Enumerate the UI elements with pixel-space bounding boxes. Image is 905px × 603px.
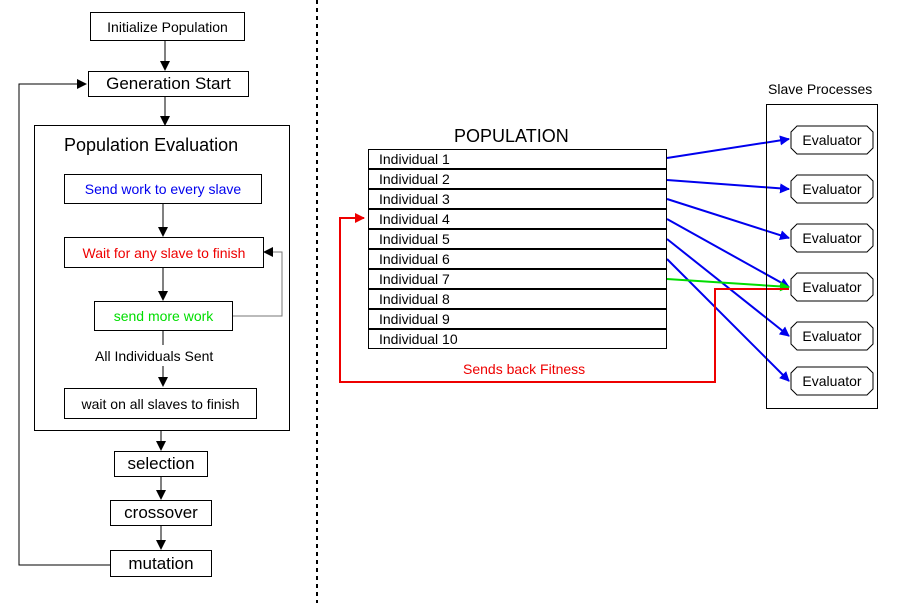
selection-box: selection xyxy=(114,451,208,477)
evaluator-node: Evaluator xyxy=(790,366,874,396)
arrow-fitness-return xyxy=(339,213,789,383)
evaluator-label: Evaluator xyxy=(802,181,862,197)
population-evaluation-container xyxy=(34,125,290,431)
population-row: Individual 10 xyxy=(368,329,667,349)
send-work-label: Send work to every slave xyxy=(84,181,242,197)
send-more-label: send more work xyxy=(113,308,214,324)
arrow-ind3-eval3 xyxy=(666,198,790,241)
population-row: Individual 7 xyxy=(368,269,667,289)
evaluator-node: Evaluator xyxy=(790,174,874,204)
evaluator-label: Evaluator xyxy=(802,328,862,344)
population-row: Individual 9 xyxy=(368,309,667,329)
evaluator-node: Evaluator xyxy=(790,321,874,351)
arrow-ind5-eval5 xyxy=(666,238,790,337)
wait-all-label: wait on all slaves to finish xyxy=(81,395,240,412)
slave-processes-container xyxy=(766,104,878,409)
evaluator-label: Evaluator xyxy=(802,132,862,148)
arrow-ind4-eval4 xyxy=(666,218,790,288)
fitness-label: Sends back Fitness xyxy=(463,361,586,377)
wait-any-label: Wait for any slave to finish xyxy=(82,244,246,261)
mutation-label: mutation xyxy=(128,553,194,573)
loop-mutation-to-start xyxy=(18,79,110,566)
evaluator-label: Evaluator xyxy=(802,230,862,246)
arrow-ind7-eval4 xyxy=(666,278,790,292)
population-row: Individual 5 xyxy=(368,229,667,249)
wait-all-box: wait on all slaves to finish xyxy=(64,388,257,419)
crossover-box: crossover xyxy=(110,500,212,526)
arrow-ind1-eval1 xyxy=(666,135,790,159)
generation-start-label: Generation Start xyxy=(106,74,231,93)
send-more-box: send more work xyxy=(94,301,233,331)
init-population-box: Initialize Population xyxy=(90,12,245,41)
evaluator-node: Evaluator xyxy=(790,272,874,302)
evaluator-label: Evaluator xyxy=(802,373,862,389)
wait-any-box: Wait for any slave to finish xyxy=(64,237,264,268)
send-work-box: Send work to every slave xyxy=(64,174,262,204)
population-row: Individual 2 xyxy=(368,169,667,189)
selection-label: selection xyxy=(127,454,195,473)
mutation-box: mutation xyxy=(110,550,212,577)
all-sent-label: All Individuals Sent xyxy=(95,348,214,364)
population-row: Individual 8 xyxy=(368,289,667,309)
crossover-label: crossover xyxy=(124,503,198,522)
population-title: POPULATION xyxy=(454,126,569,146)
slave-processes-title: Slave Processes xyxy=(768,81,873,97)
population-row: Individual 4 xyxy=(368,209,667,229)
population-row: Individual 6 xyxy=(368,249,667,269)
loop-more-to-wait xyxy=(233,247,283,317)
evaluator-label: Evaluator xyxy=(802,279,862,295)
population-row: Individual 3 xyxy=(368,189,667,209)
generation-start-box: Generation Start xyxy=(88,71,249,97)
population-row: Individual 1 xyxy=(368,149,667,169)
init-population-label: Initialize Population xyxy=(107,18,228,35)
arrow-ind2-eval2 xyxy=(666,179,790,194)
population-evaluation-title: Population Evaluation xyxy=(64,135,239,155)
evaluator-node: Evaluator xyxy=(790,125,874,155)
evaluator-node: Evaluator xyxy=(790,223,874,253)
